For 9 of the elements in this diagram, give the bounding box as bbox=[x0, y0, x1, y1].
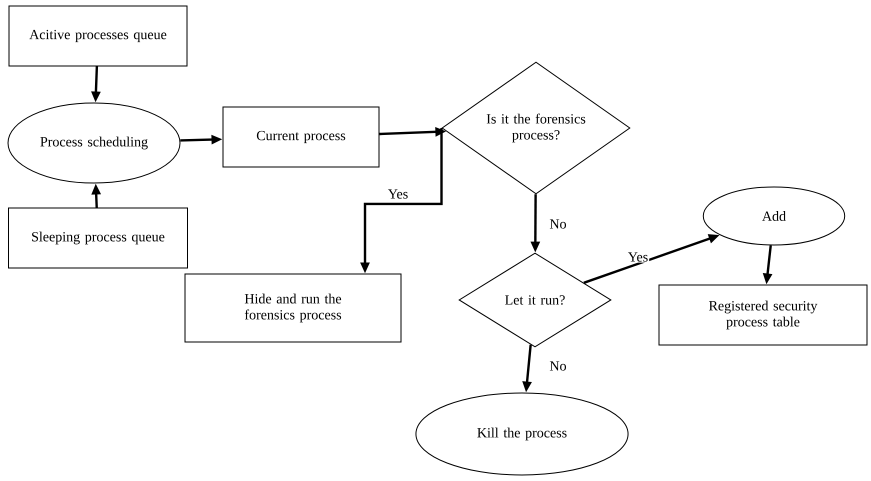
edge-label: Yes bbox=[388, 189, 408, 199]
edge-label: No bbox=[550, 361, 566, 371]
process-box: Hide and run the forensics process bbox=[184, 273, 402, 342]
process-box: Acitive processes queue bbox=[8, 6, 188, 66]
edge-label: No bbox=[550, 219, 566, 229]
process-box: Sleeping process queue bbox=[8, 207, 188, 268]
process-box: Current process bbox=[222, 106, 380, 168]
edge-label: Yes bbox=[628, 252, 648, 262]
process-box: Registered security process table bbox=[658, 284, 868, 346]
